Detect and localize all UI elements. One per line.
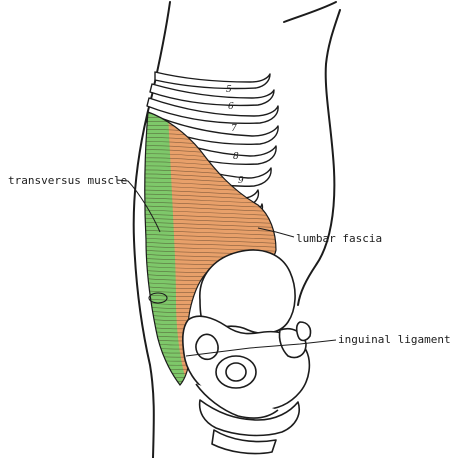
- muscle-fiber-line: [144, 241, 276, 249]
- muscle-fiber-line: [144, 229, 276, 237]
- leader-inguinal: [185, 339, 337, 357]
- lumbar-fascia-label: lumbar fascia: [296, 232, 383, 245]
- femur-shaft: [211, 429, 277, 455]
- chest-top-contour: [283, 1, 337, 23]
- leader-lines: [116, 179, 337, 357]
- muscle-fiber-line: [144, 217, 276, 225]
- rib: [146, 97, 279, 125]
- pubic-ramus: [295, 321, 312, 342]
- leader-transversus: [116, 179, 161, 233]
- femur-head: [225, 362, 247, 382]
- muscle-fiber-line: [144, 233, 276, 241]
- muscle-fiber-line: [144, 221, 276, 229]
- rib: [149, 83, 275, 107]
- rib-number: 6: [228, 102, 234, 112]
- muscle-fiber-line: [144, 237, 276, 245]
- femur-neck: [198, 399, 300, 437]
- aponeurosis-area: [168, 112, 276, 380]
- rib-number: 5: [226, 85, 232, 95]
- rib-number: 8: [233, 152, 239, 162]
- muscle-fiber-line: [144, 245, 276, 253]
- small-oval-mark: [148, 292, 168, 304]
- front-contour: [297, 9, 341, 306]
- obturator: [195, 333, 219, 361]
- leader-lumbar: [257, 227, 295, 238]
- pelvis: [182, 249, 312, 455]
- pubic-arch: [195, 383, 279, 419]
- rib-number: 9: [238, 176, 244, 186]
- rib: [154, 71, 271, 90]
- muscle-border: [144, 111, 277, 386]
- rib: [146, 112, 279, 145]
- rib-number: 7: [231, 124, 237, 134]
- inguinal-ligament-label: inguinal ligament: [338, 333, 450, 346]
- transversus-muscle-label: transversus muscle: [8, 174, 128, 187]
